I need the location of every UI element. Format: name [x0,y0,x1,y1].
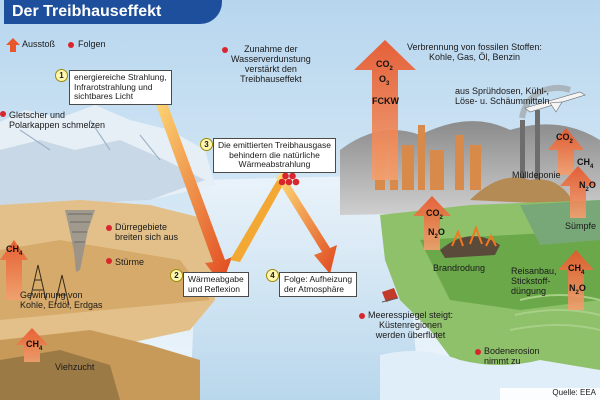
page-title: Der Treibhauseffekt [4,0,222,24]
tornado [65,210,95,272]
source-swamps: Sümpfe [565,221,597,231]
gas-ch4-mining: CH4 [6,244,23,257]
gas-ch4-rice: CH4 [568,263,585,276]
source-spray: aus Sprühdosen, Kühl-, Löse- u. Schäummi… [455,86,550,107]
step-3-text: Die emittierten Treibhausgase behindern … [213,138,336,173]
step-1-text: energiereiche Strahlung, Infrarotstrahlu… [69,70,172,105]
gas-co2-fossil: CO2 [376,59,393,72]
gas-molecules [278,172,300,186]
consequence-vapor: Zunahme der Wasserverdunstung verstärkt … [222,44,311,84]
radiation-arrow-reflected [230,172,288,262]
gas-n2o-slashburn: N2O [428,227,445,240]
gas-ch4-livestock: CH4 [26,339,43,352]
smokestacks [520,110,540,180]
source-credit: Quelle: EEA [552,388,596,397]
radiation-arrow-returned [276,172,337,274]
source-rice: Reisanbau, Stickstoff- düngung [511,266,557,297]
radiation-arrow-incoming [150,84,232,285]
emission-arrow-swamp [560,166,596,218]
landfill [470,177,575,205]
consequence-glaciers: Gletscher und Polarkappen schmelzen [0,110,105,130]
gas-co2-landfill: CO2 [556,132,573,145]
consequence-dot-icon [106,258,112,264]
consequence-erosion: Bodenerosion nimmt zu [475,346,540,366]
consequence-sea-level: Meeresspiegel steigt: Küstenregionen wer… [359,310,453,340]
emission-arrow-livestock [16,328,48,362]
gas-ch4-landfill: CH4 [577,157,594,170]
gas-n2o-rice: N2O [569,283,586,296]
source-landfill: Mülldeponie [512,170,561,180]
legend: Ausstoß Folgen [2,38,112,56]
step-4-text: Folge: Aufheizung der Atmosphäre [279,272,358,298]
legend-arrow-icon [6,38,20,52]
oil-derricks [29,264,70,306]
gas-n2o-landfill: N2O [579,180,596,193]
gas-o3: O3 [379,74,390,87]
consequence-dot-icon [475,349,481,355]
step-1-number: 1 [55,69,68,82]
fire [440,236,500,258]
legend-emission-label: Ausstoß [22,39,56,49]
gas-co2-slashburn: CO2 [426,208,443,221]
flooded-houses [381,288,399,303]
consequence-drought: Dürregebiete breiten sich aus [106,222,178,242]
emission-arrow-slashburn [413,196,451,250]
legend-dot-icon [68,42,74,48]
source-slash-burn: Brandrodung [433,263,486,273]
step-2-number: 2 [170,269,183,282]
consequence-dot-icon [222,47,228,53]
source-mining: Gewinnung von Kohle, Erdöl, Erdgas [20,290,103,311]
consequence-dot-icon [0,111,6,117]
step-3-number: 3 [200,138,213,151]
emission-arrow-fossil [354,40,416,180]
emission-arrow-rice [558,250,594,310]
consequence-dot-icon [359,313,365,319]
gas-fckw: FCKW [372,96,399,106]
airplane [524,91,586,113]
livestock-area [0,350,120,400]
rice-terraces [509,294,600,331]
step-4-number: 4 [266,269,279,282]
consequence-dot-icon [106,225,112,231]
consequence-storms: Stürme [106,257,144,267]
source-livestock: Viehzucht [55,362,95,372]
emission-arrow-mining [0,240,28,300]
source-fossil: Verbrennung von fossilen Stoffen: Kohle,… [407,42,542,63]
step-2-text: Wärmeabgabe und Reflexion [183,272,249,298]
legend-consequence-label: Folgen [78,39,106,49]
emission-arrow-landfill [548,128,584,175]
